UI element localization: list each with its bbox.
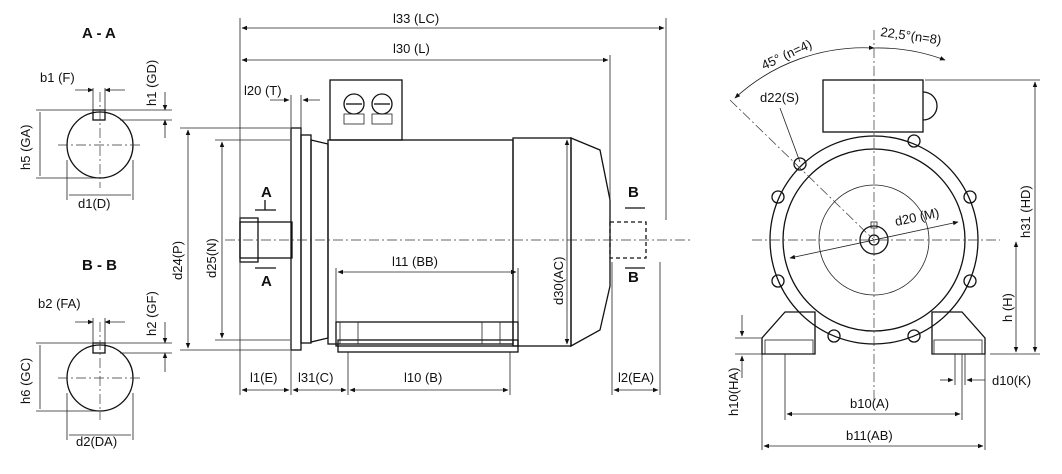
dim-h31: h31 (HD) [1018, 185, 1033, 238]
dim-d25: d25(N) [204, 238, 219, 278]
dim-l11: l11 (BB) [392, 254, 438, 269]
terminal-box [329, 79, 403, 141]
dim-b2: b2 (FA) [38, 296, 81, 311]
dim-l2: l2(EA) [618, 370, 654, 385]
section-marker-b-top: B [628, 184, 639, 201]
motor-feet [335, 321, 519, 347]
fan-cover [570, 137, 611, 348]
dim-l1: l1(E) [250, 370, 277, 385]
dim-d10: d10(K) [992, 373, 1031, 388]
flange-bolt-holes [771, 134, 977, 343]
dim-h10: h10(HA) [726, 368, 741, 416]
section-bb-title: B - B [82, 257, 117, 274]
terminal-box-front [822, 79, 924, 133]
dim-l10: l10 (B) [404, 370, 442, 385]
dim-h: h (H) [1000, 293, 1015, 322]
section-marker-a-top: A [261, 184, 272, 201]
dim-b10: b10(A) [850, 396, 889, 411]
dim-h1: h1 (GD) [144, 60, 159, 106]
dim-h5: h5 (GA) [18, 124, 33, 170]
dim-d1: d1(D) [78, 196, 111, 211]
dim-d20: d20 (M) [894, 205, 941, 229]
dim-l33: l33 (LC) [393, 11, 439, 26]
front-view: 45° (n=4) 22,5°(n=8) d22(S) d20 (M) h31 … [726, 24, 1040, 450]
dim-l20: l20 (T) [244, 83, 282, 98]
dim-d30: d30(AC) [551, 257, 566, 305]
section-bb-view: B - B b2 (FA) h2 (GF) h6 (GC) d2(DA) [18, 257, 172, 449]
dim-d22: d22(S) [760, 90, 799, 105]
dim-angle-45: 45° (n=4) [759, 36, 814, 72]
side-view: l33 (LC) l30 (L) l20 (T) d24(P) d25(N) A… [170, 11, 690, 395]
dim-h2: h2 (GF) [144, 291, 159, 336]
section-aa-title: A - A [82, 25, 116, 42]
keyway-aa [92, 109, 106, 121]
dim-angle-22-5: 22,5°(n=8) [880, 24, 943, 47]
motor-body [327, 139, 514, 345]
dim-l30: l30 (L) [393, 41, 430, 56]
dim-h6: h6 (GC) [18, 358, 33, 404]
dim-d2: d2(DA) [76, 434, 117, 449]
dim-b1: b1 (F) [40, 70, 75, 85]
dim-d24: d24(P) [170, 241, 185, 280]
section-aa-view: A - A b1 (F) h1 (GD) h5 (GA) d1(D) [18, 25, 172, 211]
keyway-bb [92, 342, 106, 354]
foot-left [761, 311, 816, 355]
dim-l31: l31(C) [298, 370, 333, 385]
section-marker-a-bottom: A [261, 273, 272, 290]
foot-right [931, 311, 986, 355]
section-marker-b-bottom: B [628, 269, 639, 286]
dim-b11: b11(AB) [846, 428, 893, 443]
